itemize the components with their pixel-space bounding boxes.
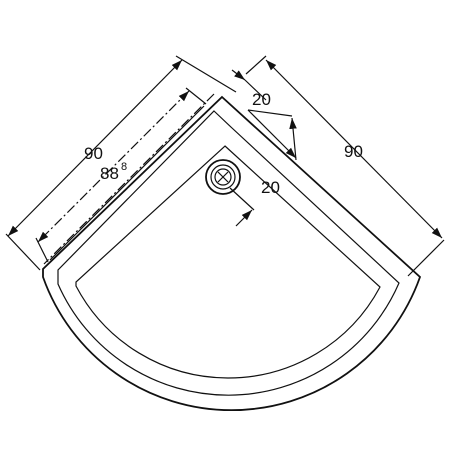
dimension-right-90	[245, 55, 445, 277]
label-waste-right-20: 20	[261, 178, 280, 197]
label-inner-88: 88	[100, 164, 119, 183]
dimension-waste-right-20	[229, 187, 255, 227]
tray-wall-edge	[49, 105, 205, 261]
tray-rim-line	[57, 110, 400, 396]
dimension-inner-88	[35, 87, 215, 265]
tray-outer-outline	[42, 95, 422, 412]
label-left-90: 90	[84, 144, 103, 163]
tray-basin-line	[75, 145, 381, 379]
waste-outlet	[205, 159, 241, 195]
dimension-waste-top-20	[231, 69, 297, 161]
label-right-90: 90	[344, 142, 363, 161]
label-inner-88-sup: 8	[121, 161, 127, 173]
label-waste-top-20: 20	[252, 90, 271, 109]
